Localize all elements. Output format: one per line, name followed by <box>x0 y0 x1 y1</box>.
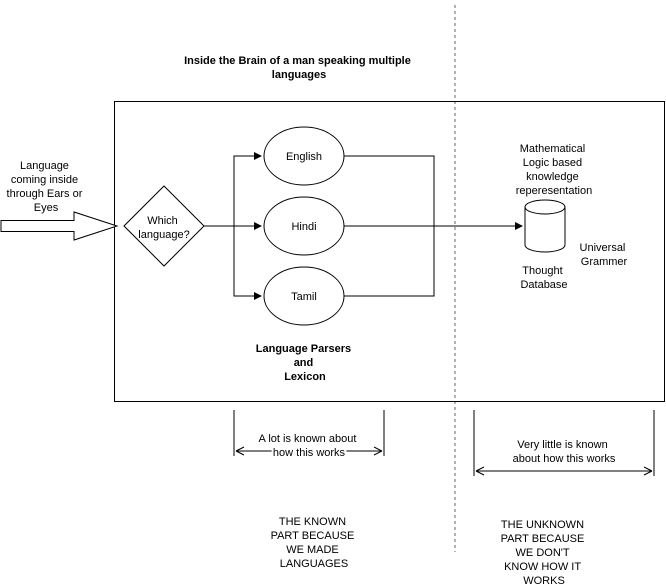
branch-tamil-connector <box>233 226 262 300</box>
english-label: English <box>286 151 322 163</box>
database-label: Thought Database <box>520 265 567 291</box>
unknown-part-label: THE UNKNOWN PART BECAUSE WE DON'T KNOW H… <box>501 519 588 587</box>
decision-diamond <box>123 185 205 267</box>
input-arrow <box>0 211 119 241</box>
tamil-label: Tamil <box>291 291 317 303</box>
input-label: Language coming inside through Ears or E… <box>7 160 86 214</box>
hindi-label: Hindi <box>291 221 316 233</box>
grammar-label: Universal Grammer <box>580 242 629 268</box>
branch-english-connector <box>204 152 262 227</box>
known-span-bracket <box>233 410 385 456</box>
decision-label: Which language? <box>138 215 189 241</box>
known-part-label: THE KNOWN PART BECAUSE WE MADE LANGUAGES <box>271 516 358 570</box>
known-note: A lot is known about how this works <box>259 433 360 459</box>
unknown-span-bracket <box>473 410 655 476</box>
diagram-title: Inside the Brain of a man speaking multi… <box>184 55 414 81</box>
representation-label: Mathematical Logic based knowledge reper… <box>516 143 592 197</box>
thought-database-cylinder <box>524 199 566 253</box>
brain-box <box>114 101 665 402</box>
unknown-note: Very little is known about how this work… <box>513 439 616 465</box>
parsers-label: Language Parsers and Lexicon <box>256 343 354 383</box>
